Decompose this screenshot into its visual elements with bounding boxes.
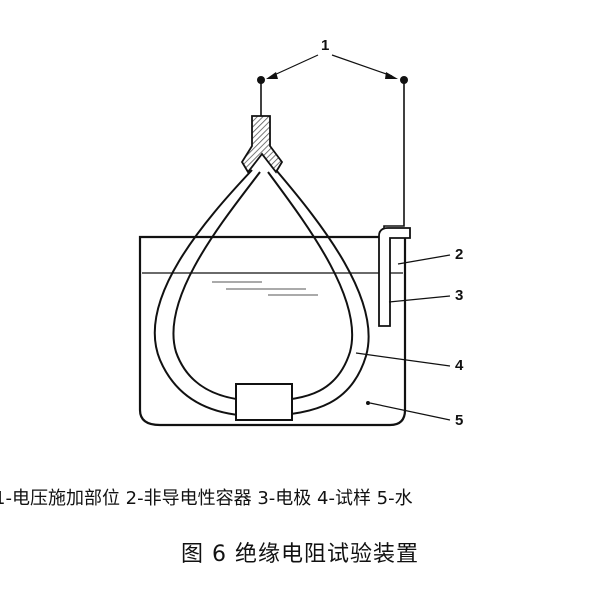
figure-caption: 图 6 绝缘电阻试验装置 — [181, 542, 419, 567]
pointer-4 — [355, 352, 451, 367]
pointer-5 — [369, 402, 451, 421]
label-1: 1 — [321, 37, 329, 54]
label-2: 2 — [455, 246, 463, 263]
pointer-1-left — [271, 54, 319, 77]
label-3: 3 — [455, 287, 463, 304]
specimen-cable-inner — [172, 171, 354, 403]
arrowhead-1-left — [266, 72, 278, 79]
legend-line: 1-电压施加部位 2-非导电性容器 3-电极 4-试样 5-水 — [0, 484, 600, 514]
electrode — [378, 227, 411, 327]
specimen-cable-outer — [153, 169, 370, 418]
terminal-right — [400, 76, 408, 84]
apparatus-diagram: 1 2 3 4 5 — [138, 37, 464, 429]
specimen-marker-block — [235, 383, 293, 421]
legend-text: 1-电压施加部位 2-非导电性容器 3-电极 4-试样 5-水 — [0, 488, 413, 509]
non-conductive-container — [138, 235, 407, 427]
terminal-left — [257, 76, 265, 84]
label-4: 4 — [455, 357, 464, 374]
pointer-2 — [397, 254, 451, 265]
label-5: 5 — [455, 412, 463, 429]
pointer-3 — [388, 295, 451, 303]
pointer-5-dot — [366, 401, 370, 405]
pointer-1-right — [331, 54, 393, 77]
arrowhead-1-right — [385, 72, 398, 79]
cable-junction — [240, 115, 284, 174]
